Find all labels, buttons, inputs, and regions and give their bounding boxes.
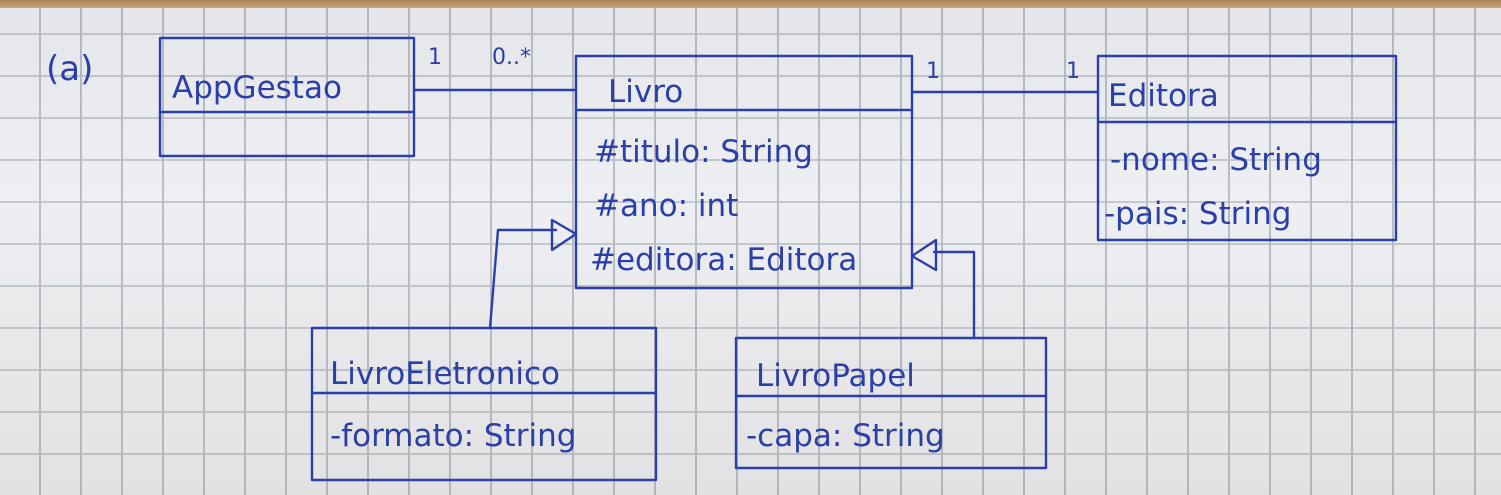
association-app-livro-source-mult: 1 bbox=[428, 45, 442, 70]
class-editora-attr-nome: -nome: String bbox=[1110, 142, 1322, 178]
association-livro-editora-source-mult: 1 bbox=[926, 59, 940, 84]
class-livroeletronico: LivroEletronico -formato: String bbox=[310, 326, 658, 482]
class-editora: Editora -nome: String -pais: String bbox=[1096, 54, 1398, 242]
class-livroeletronico-name: LivroEletronico bbox=[330, 356, 560, 392]
class-livro: Livro #titulo: String #ano: int #editora… bbox=[574, 54, 914, 290]
class-livropapel-box bbox=[734, 336, 1048, 470]
generalization-livroeletronico-livro bbox=[488, 218, 578, 330]
class-livroeletronico-attr-formato: -formato: String bbox=[330, 418, 576, 454]
association-app-livro: 1 0..* bbox=[412, 45, 578, 92]
association-livro-editora-target-mult: 1 bbox=[1066, 59, 1080, 84]
generalization-livropapel-arrowhead bbox=[910, 238, 938, 272]
class-livropapel-name: LivroPapel bbox=[756, 358, 915, 394]
generalization-livroeletronico-arrowhead bbox=[550, 218, 578, 252]
class-livro-attr-titulo: #titulo: String bbox=[594, 134, 813, 170]
generalization-livropapel-line bbox=[932, 250, 976, 340]
class-editora-name: Editora bbox=[1108, 78, 1219, 114]
class-appgestao-box bbox=[158, 36, 416, 158]
class-livro-attr-editora: #editora: Editora bbox=[590, 242, 857, 278]
class-livropapel: LivroPapel -capa: String bbox=[734, 336, 1048, 470]
class-appgestao-name: AppGestao bbox=[172, 70, 342, 106]
class-livro-attr-ano: #ano: int bbox=[594, 188, 738, 224]
figure-label: (a) bbox=[46, 49, 93, 89]
generalization-livropapel-livro bbox=[910, 238, 976, 340]
class-editora-box bbox=[1096, 54, 1398, 242]
class-appgestao: AppGestao bbox=[158, 36, 416, 158]
class-livroeletronico-box bbox=[310, 326, 658, 482]
paper-edge bbox=[0, 0, 1501, 8]
class-editora-attr-pais: -pais: String bbox=[1104, 196, 1291, 232]
association-livro-editora: 1 1 bbox=[910, 59, 1100, 94]
class-livro-name: Livro bbox=[608, 74, 683, 110]
class-livropapel-attr-capa: -capa: String bbox=[746, 418, 945, 454]
association-app-livro-target-mult: 0..* bbox=[492, 45, 531, 70]
generalization-livroeletronico-line bbox=[488, 228, 558, 330]
class-livro-box bbox=[574, 54, 914, 290]
